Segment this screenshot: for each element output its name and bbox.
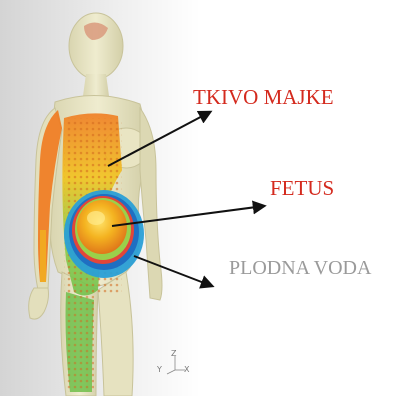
fetus-body [77, 200, 127, 254]
label-fetus: FETUS [270, 176, 334, 201]
axis-label-y: Y [157, 365, 162, 374]
axis-label-x: X [184, 365, 189, 374]
axis-label-z: Z [171, 349, 176, 358]
label-amniotic-fluid: PLODNA VODA [229, 257, 371, 280]
label-maternal-tissue: TKIVO MAJKE [193, 85, 334, 110]
